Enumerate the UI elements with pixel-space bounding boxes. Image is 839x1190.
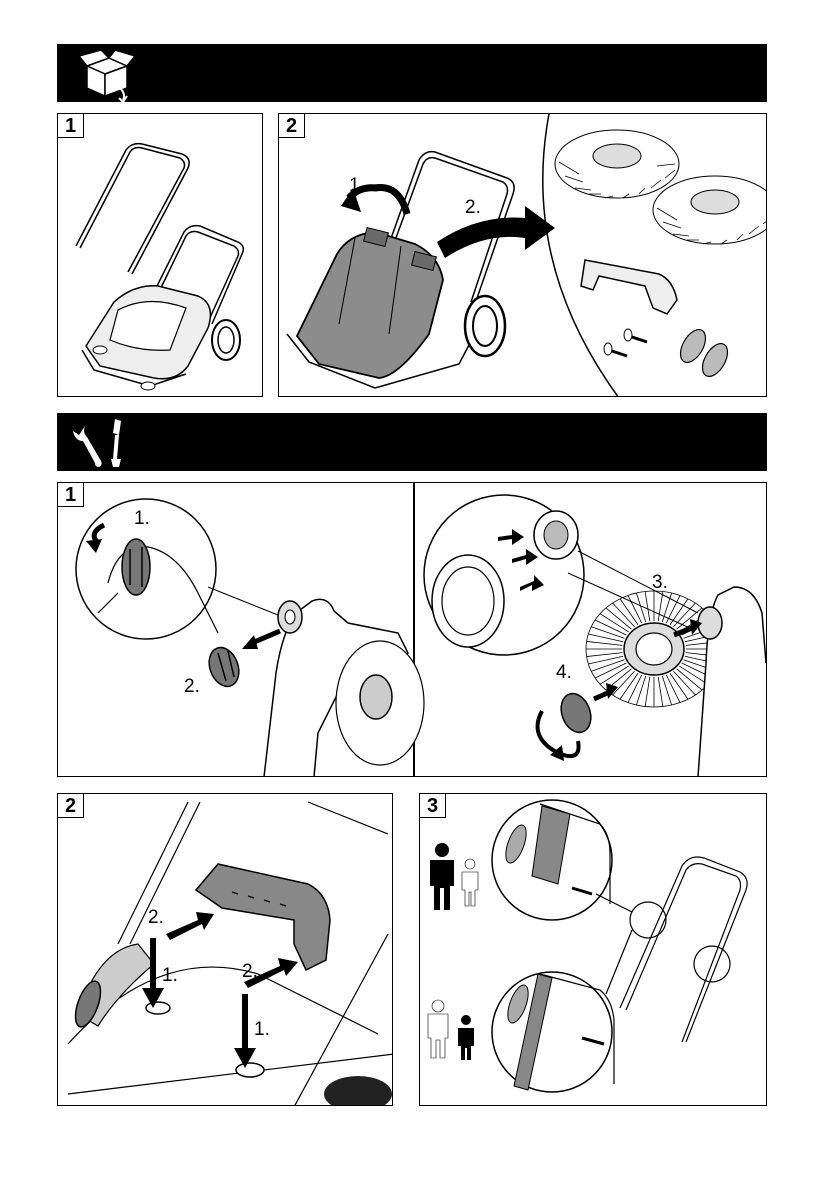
step-label: 2.: [184, 677, 200, 696]
brush-bristle: [666, 595, 680, 623]
unpack-panel-1: 1: [57, 113, 263, 397]
short-person-icon: [428, 1000, 474, 1060]
step-label: 2.: [242, 962, 258, 981]
brush-bristle: [645, 677, 650, 707]
brush-bristle: [666, 675, 680, 703]
brush-bristle: [588, 634, 623, 642]
panel-number: 1: [58, 483, 84, 507]
step-label: 4.: [556, 663, 572, 682]
step-label: 3.: [652, 573, 668, 592]
step-label: 1.: [349, 176, 365, 195]
brush-bristle: [587, 641, 623, 645]
brush: [555, 130, 767, 244]
panel-number: 1: [58, 114, 84, 138]
brush-bristle: [587, 653, 623, 657]
brush-bristle: [662, 676, 671, 705]
step-label: 2.: [465, 198, 481, 217]
panel-number: 2: [279, 114, 305, 138]
assembly-panel-2: 2 2. 1. 2. 1.: [57, 793, 393, 1106]
assembly-section-header: [57, 413, 767, 471]
brush-mounting-illustration: [58, 483, 767, 777]
tall-person-icon: [430, 843, 478, 910]
brush-bristle: [645, 591, 650, 621]
brush-bristle: [658, 591, 663, 621]
box-unpack-icon: [57, 44, 137, 102]
folded-sweeper-illustration: [58, 114, 263, 397]
step-label: 1.: [254, 1020, 270, 1039]
brush-bristle: [658, 677, 663, 707]
tools-icon: [57, 413, 157, 471]
unpack-panel-2: 2 1. 2.: [278, 113, 767, 397]
panel-number: 3: [420, 794, 446, 818]
step-label: 2.: [148, 908, 164, 927]
panel-number: 2: [58, 794, 84, 818]
step-label: 1.: [134, 509, 150, 528]
step-label: 1.: [162, 966, 178, 985]
handle-height-illustration: [420, 794, 767, 1106]
brush-bristle: [591, 627, 624, 638]
brush-bristle: [588, 656, 623, 664]
assembly-panel-3: 3: [419, 793, 767, 1106]
open-cover-illustration: [279, 114, 767, 397]
brush-bristle: [628, 675, 642, 703]
assembly-panel-1: 1 1. 2. 3. 4.: [57, 482, 767, 777]
handle-mounting-illustration: [58, 794, 393, 1106]
brush-bristle: [591, 660, 624, 671]
unpack-section-header: [57, 44, 767, 102]
brush-bristle: [636, 676, 645, 705]
brush-bristle: [628, 595, 642, 623]
